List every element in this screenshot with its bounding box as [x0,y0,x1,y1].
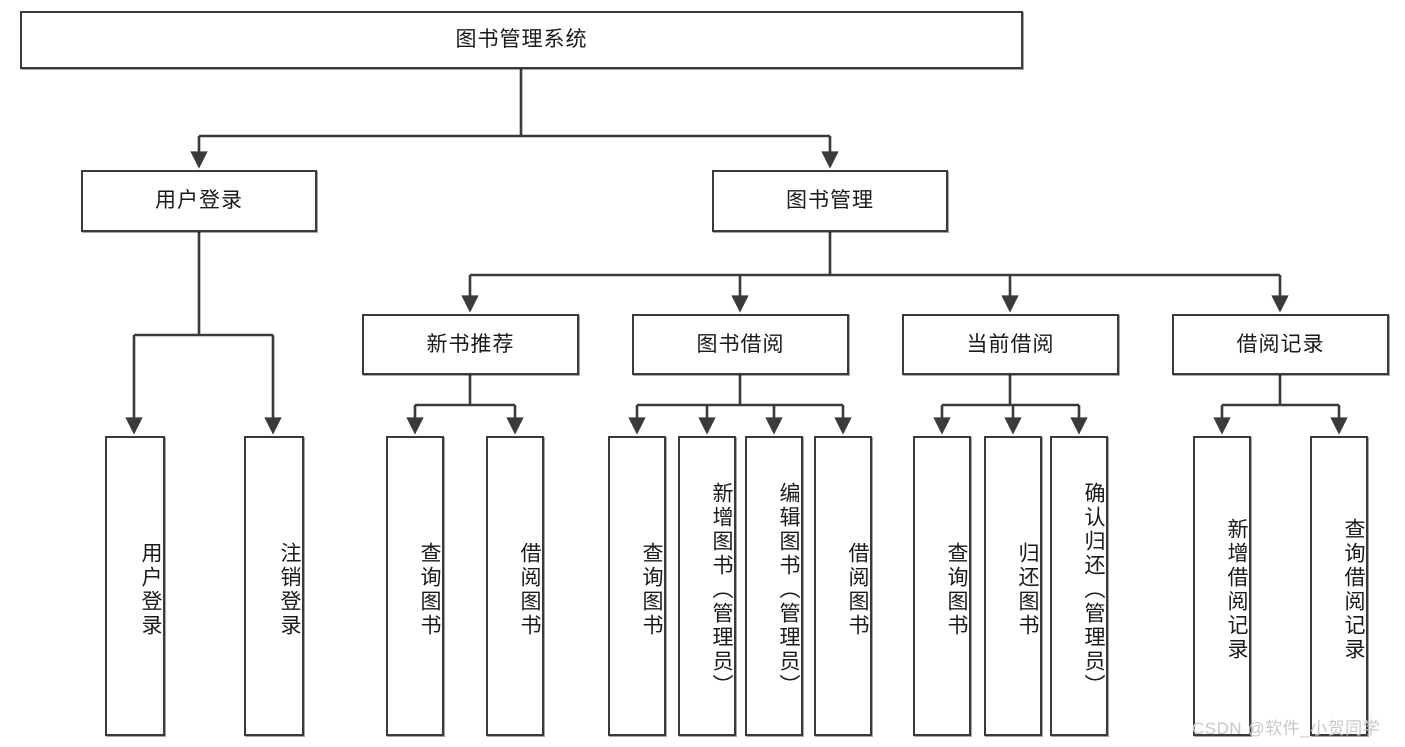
leaf-query-book-newbook[interactable]: 查询图书 [386,436,444,736]
leaf-confirm-return-admin[interactable]: 确认归还（管理员） [1050,436,1108,736]
node-root[interactable]: 图书管理系统 [20,11,1023,69]
leaf-add-book-admin[interactable]: 新增图书（管理员） [678,436,736,736]
leaf-return-book[interactable]: 归还图书 [984,436,1042,736]
csdn-watermark: CSDN @软件_小贺同学 [1192,719,1381,738]
leaf-query-borrow-record[interactable]: 查询借阅记录 [1310,436,1368,736]
node-book-management[interactable]: 图书管理 [712,170,948,232]
leaf-query-book-current[interactable]: 查询图书 [913,436,971,736]
node-new-book-recommend[interactable]: 新书推荐 [362,314,579,375]
node-user-login[interactable]: 用户登录 [81,170,317,232]
leaf-user-login[interactable]: 用户登录 [105,436,165,736]
leaf-borrow-book[interactable]: 借阅图书 [814,436,872,736]
leaf-borrow-book-newbook[interactable]: 借阅图书 [486,436,544,736]
leaf-edit-book-admin[interactable]: 编辑图书（管理员） [745,436,803,736]
leaf-logout[interactable]: 注销登录 [244,436,304,736]
node-current-borrow[interactable]: 当前借阅 [902,314,1119,375]
leaf-query-book-borrow[interactable]: 查询图书 [608,436,666,736]
leaf-add-borrow-record[interactable]: 新增借阅记录 [1193,436,1251,736]
node-borrow-record[interactable]: 借阅记录 [1172,314,1389,375]
node-book-borrow[interactable]: 图书借阅 [632,314,849,375]
